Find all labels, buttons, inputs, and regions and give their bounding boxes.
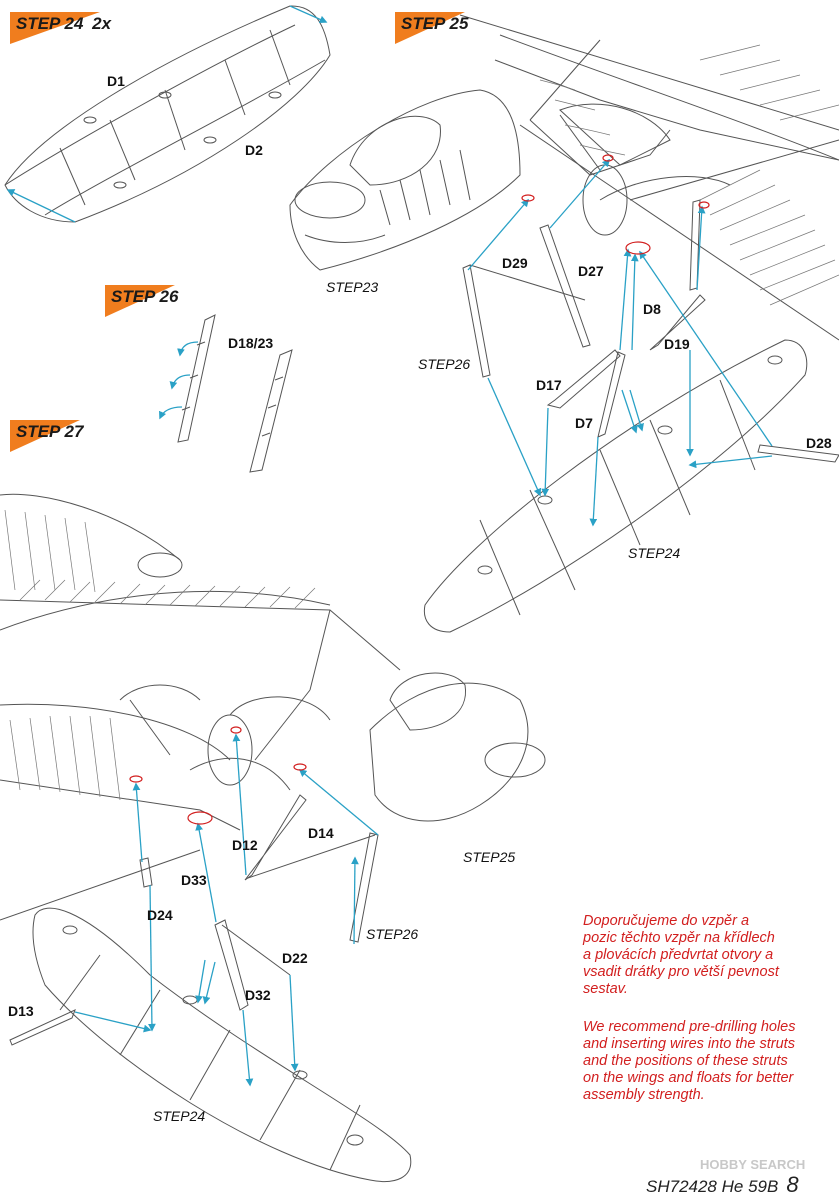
- note-cz-line: sestav.: [583, 981, 628, 997]
- ref-step23: STEP23: [326, 279, 379, 295]
- note-en-line: We recommend pre-drilling holes: [583, 1019, 796, 1035]
- note-cz-line: vsadit drátky pro větší pevnost: [583, 964, 779, 980]
- step-26-label: STEP 26: [111, 287, 179, 306]
- note-cz-line: Doporučujeme do vzpěr a: [583, 913, 750, 929]
- part-label-d12: D12: [232, 837, 258, 853]
- arrows-step27: [74, 733, 379, 1087]
- part-label-d2: D2: [245, 142, 263, 158]
- float-step24: [4, 5, 331, 223]
- note-english: We recommend pre-drilling holes and inse…: [583, 1019, 839, 1104]
- note-en-line: assembly strength.: [583, 1087, 705, 1103]
- note-en-line: on the wings and floats for better: [583, 1070, 794, 1086]
- part-label-d28: D28: [806, 435, 832, 451]
- aircraft-step25: [289, 14, 839, 341]
- part-label-d17: D17: [536, 377, 562, 393]
- part-label-d22: D22: [282, 950, 308, 966]
- note-cz-line: pozic těchto vzpěr na křídlech: [583, 930, 775, 946]
- part-label-d14: D14: [308, 825, 334, 841]
- footer: SH72428 He 59B 8: [646, 1172, 799, 1198]
- part-label-d19: D19: [664, 336, 690, 352]
- wing-ribs-step27: [4, 509, 316, 801]
- step-badge-27: [10, 420, 80, 452]
- part-label-d32: D32: [245, 987, 271, 1003]
- ref-step24-upper: STEP24: [628, 545, 681, 561]
- struts-step27: [9, 794, 379, 1046]
- red-markers-step25: [521, 154, 710, 255]
- step-banner-27: STEP 27: [10, 420, 100, 452]
- part-label-d13: D13: [8, 1003, 34, 1019]
- note-czech: Doporučujeme do vzpěr a pozic těchto vzp…: [583, 913, 833, 998]
- part-label-d27: D27: [578, 263, 604, 279]
- watermark-text: HOBBY SEARCH: [700, 1157, 806, 1172]
- step-24-qty: 2x: [92, 14, 112, 33]
- wing-ribs-step25: [539, 44, 839, 306]
- step-badge-25: [395, 12, 465, 44]
- part-label-d24: D24: [147, 907, 173, 923]
- part-label-d1: D1: [107, 73, 125, 89]
- page-number: 8: [786, 1172, 799, 1197]
- part-label-d8: D8: [643, 301, 661, 317]
- part-label-d18-23: D18/23: [228, 335, 274, 351]
- red-markers-step27: [129, 726, 307, 825]
- part-label-d33: D33: [181, 872, 207, 888]
- step-25-label: STEP 25: [401, 14, 469, 33]
- step-banner-26: STEP 26: [105, 285, 195, 317]
- float-join-arrow-bottom: [6, 189, 76, 223]
- ref-step26-lower: STEP26: [366, 926, 419, 942]
- note-cz-line: a plovácích předvrtat otvory a: [583, 947, 774, 963]
- note-en-line: and inserting wires into the struts: [583, 1036, 795, 1052]
- step-27-label: STEP 27: [16, 422, 84, 441]
- ref-step26-upper: STEP26: [418, 356, 471, 372]
- arrows-step26: [159, 341, 199, 420]
- step-badge-26: [105, 285, 175, 317]
- part-label-d29: D29: [502, 255, 528, 271]
- struts-step26: [177, 314, 293, 473]
- product-code: SH72428 He 59B: [646, 1177, 779, 1196]
- step-24-label: STEP 24 2x: [16, 14, 112, 33]
- ref-step24-lower: STEP24: [153, 1108, 206, 1124]
- float-bottom: [32, 907, 412, 1183]
- step-banner-25: STEP 25: [395, 12, 485, 44]
- arrows-step25: [467, 158, 773, 527]
- float-join-arrow-top: [289, 5, 328, 24]
- struts-step25: [462, 199, 839, 463]
- ref-step25-lower: STEP25: [463, 849, 516, 865]
- aircraft-step27: [0, 493, 546, 921]
- step-banner-24: STEP 24 2x: [10, 12, 120, 44]
- step-badge-24: [10, 12, 100, 44]
- float-right: [423, 339, 808, 633]
- part-label-d7: D7: [575, 415, 593, 431]
- note-en-line: and the positions of these struts: [583, 1053, 788, 1069]
